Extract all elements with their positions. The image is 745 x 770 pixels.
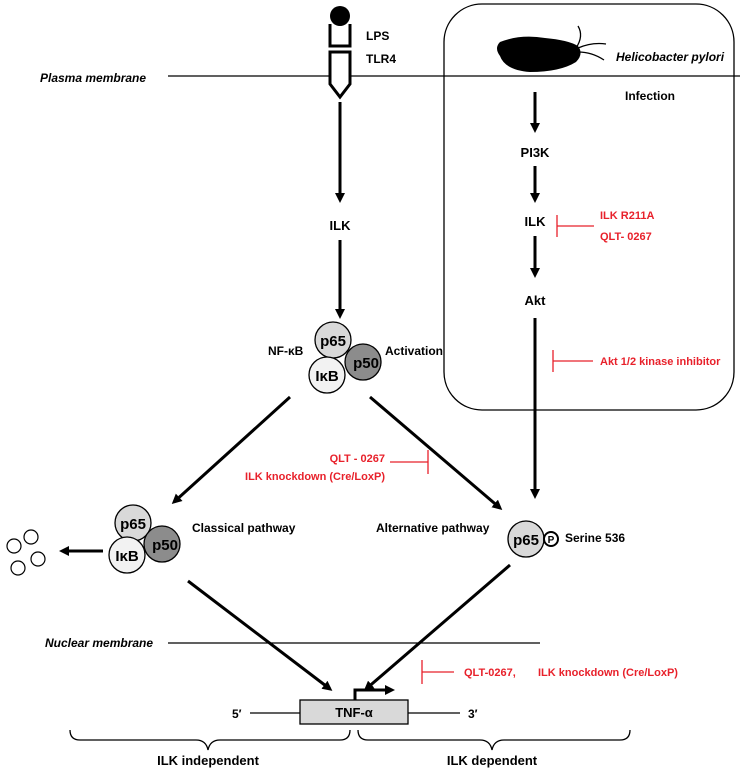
infection-label: Infection bbox=[625, 89, 675, 103]
lps-label: LPS bbox=[366, 29, 389, 43]
tlr4-receptor-icon bbox=[328, 50, 352, 100]
pi3k-label: PI3K bbox=[521, 145, 551, 160]
ilk-dependent-label: ILK dependent bbox=[447, 753, 538, 768]
akt-inhibitor-label: Akt 1/2 kinase inhibitor bbox=[600, 356, 721, 368]
five-prime-label: 5′ bbox=[232, 707, 242, 721]
plasma-membrane-label: Plasma membrane bbox=[40, 71, 146, 85]
helicobacter-pylori-icon bbox=[497, 36, 581, 72]
nfkb-p50-label: p50 bbox=[353, 355, 379, 372]
alternative-pathway-label: Alternative pathway bbox=[376, 521, 490, 535]
tlr4-label: TLR4 bbox=[366, 52, 396, 66]
middle-inhibitor-2-label: ILK knockdown (Cre/LoxP) bbox=[245, 471, 385, 483]
three-prime-label: 3′ bbox=[468, 707, 478, 721]
nfkb-label: NF-κB bbox=[268, 344, 304, 358]
alternative-p65-label: p65 bbox=[513, 532, 539, 549]
classical-p50-label: p50 bbox=[152, 537, 178, 554]
helicobacter-label: Helicobacter pylori bbox=[616, 50, 725, 64]
phospho-label: P bbox=[548, 535, 555, 546]
tlr4-receptor-top-icon bbox=[328, 24, 352, 48]
nfkb-ikb-icon bbox=[308, 356, 346, 394]
activation-label: Activation bbox=[385, 344, 443, 358]
arrow-nfkb-classical bbox=[171, 395, 292, 505]
classical-ikb-label: IκB bbox=[115, 548, 139, 565]
degradation-fragment-4 bbox=[10, 560, 26, 576]
infection-box bbox=[443, 3, 735, 411]
qlt-0267-right-label: QLT- 0267 bbox=[600, 231, 652, 243]
phospho-icon bbox=[543, 531, 559, 547]
arrow-alternative-tnf bbox=[363, 563, 511, 691]
classical-p50-icon bbox=[143, 525, 181, 563]
ilk-right-label: ILK bbox=[525, 214, 547, 229]
arrow-classical-tnf bbox=[187, 579, 333, 691]
flagella-icon bbox=[575, 25, 607, 61]
ilk-r211a-label: ILK R211A bbox=[600, 210, 654, 222]
ilk-left-label: ILK bbox=[330, 218, 352, 233]
nuclear-membrane-label: Nuclear membrane bbox=[45, 636, 153, 650]
gene-inhibitor-1-label: QLT-0267, bbox=[464, 667, 516, 679]
nfkb-p50-icon bbox=[344, 343, 382, 381]
nfkb-ikb-label: IκB bbox=[315, 368, 339, 385]
tnf-gene-label: TNF-α bbox=[335, 705, 373, 720]
classical-pathway-label: Classical pathway bbox=[192, 521, 296, 535]
classical-p65-label: p65 bbox=[120, 516, 146, 533]
ilk-dependent-brace bbox=[357, 729, 631, 751]
middle-inhibitor-1-label: QLT - 0267 bbox=[330, 453, 385, 465]
tnf-gene-box bbox=[299, 699, 409, 725]
ilk-independent-brace bbox=[69, 729, 351, 751]
serine-536-label: Serine 536 bbox=[565, 531, 625, 545]
degradation-fragment-3 bbox=[30, 551, 46, 567]
classical-complex: p65 p50 IκB bbox=[108, 504, 181, 574]
ilk-independent-label: ILK independent bbox=[157, 753, 260, 768]
nfkb-complex: p65 p50 IκB bbox=[308, 321, 382, 394]
akt-label: Akt bbox=[525, 293, 547, 308]
arrow-nfkb-alternative bbox=[369, 395, 503, 510]
gene-inhibitor-2-label: ILK knockdown (Cre/LoxP) bbox=[538, 667, 678, 679]
degradation-fragment-2 bbox=[23, 529, 39, 545]
degradation-fragment-1 bbox=[6, 538, 22, 554]
classical-ikb-icon bbox=[108, 536, 146, 574]
lps-ligand-icon bbox=[330, 6, 350, 26]
nfkb-p65-label: p65 bbox=[320, 333, 346, 350]
